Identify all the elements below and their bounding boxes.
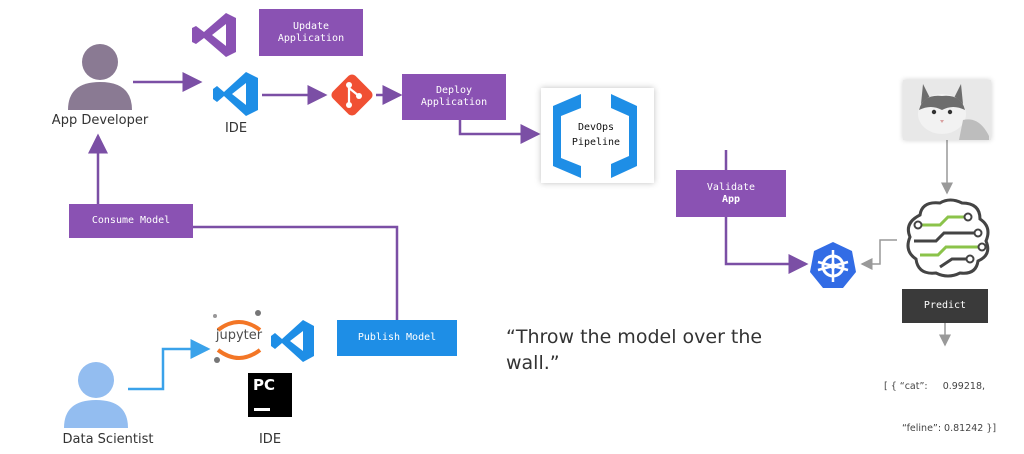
prediction-result: [ { “cat”: 0.99218, “feline”: 0.81242 }] xyxy=(884,352,996,450)
cat-image xyxy=(903,80,991,140)
consume-model-box: Consume Model xyxy=(69,204,193,238)
pycharm-icon: PC xyxy=(248,373,292,417)
validate-app-label: Validate xyxy=(706,181,756,193)
deploy-application-box: Deploy Application xyxy=(402,74,506,120)
git-icon xyxy=(327,70,377,120)
publish-model-label: Publish Model xyxy=(357,332,437,343)
data-scientist-label: Data Scientist xyxy=(62,432,154,447)
update-application-label: Update Application xyxy=(277,20,345,44)
jupyter-icon: jupyter xyxy=(210,308,268,366)
app-developer-label: App Developer xyxy=(51,113,149,128)
line-publish-to-consume xyxy=(192,225,399,320)
consume-model-label: Consume Model xyxy=(91,215,171,226)
pycharm-text: PC xyxy=(253,376,276,394)
kubernetes-icon xyxy=(808,240,858,290)
prediction-line-1: [ { “cat”: 0.99218, xyxy=(884,381,986,392)
ide-top-label: IDE xyxy=(224,121,248,136)
arrow-scientist-to-jupyter xyxy=(128,339,211,391)
vscode-bottom-icon xyxy=(270,318,316,364)
validate-app-sublabel: App xyxy=(721,193,741,205)
devops-pipeline-label: DevOps Pipeline xyxy=(571,122,621,148)
ide-bottom-label: IDE xyxy=(258,432,282,447)
vscode-icon xyxy=(212,70,260,118)
prediction-line-2: “feline”: 0.81242 }] xyxy=(902,423,997,434)
pycharm-underscore xyxy=(254,408,270,411)
quote-text: “Throw the model over the wall.” xyxy=(506,326,763,374)
predict-box: Predict xyxy=(902,289,988,323)
arrow-deploy-to-pipeline xyxy=(458,120,541,144)
jupyter-text: jupyter xyxy=(215,328,263,343)
publish-model-box: Publish Model xyxy=(337,320,457,356)
update-application-box: Update Application xyxy=(259,9,363,56)
devops-pipeline-panel: DevOps Pipeline xyxy=(541,88,654,183)
azure-pipelines-icon xyxy=(553,94,637,178)
data-scientist-avatar xyxy=(60,358,132,428)
deploy-application-label: Deploy Application xyxy=(420,85,488,108)
visual-studio-icon xyxy=(190,10,240,60)
app-developer-avatar xyxy=(64,40,136,110)
arrow-model-to-k8s xyxy=(860,239,897,270)
validate-app-box: Validate App xyxy=(676,170,786,217)
model-brain-icon xyxy=(900,195,995,280)
predict-label: Predict xyxy=(923,300,967,311)
